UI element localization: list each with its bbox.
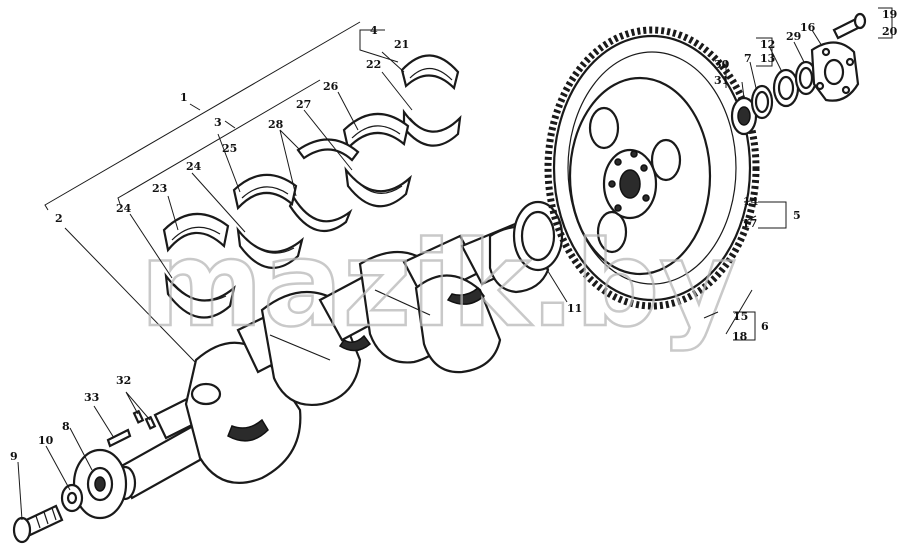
- callout-13: 13: [760, 52, 775, 65]
- callout-19: 19: [882, 8, 897, 21]
- callout-27: 27: [296, 98, 311, 111]
- bearing-shell-24-upper: [236, 226, 304, 269]
- bearing-shell-22: [402, 108, 462, 147]
- callout-8: 8: [62, 420, 70, 433]
- bearing-shell-25: [232, 173, 298, 211]
- callout-24-upper: 24: [186, 160, 202, 173]
- callout-23: 23: [152, 182, 167, 195]
- callout-1: 1: [180, 91, 188, 104]
- bearing-shell-27: [344, 166, 412, 208]
- callout-17: 17: [742, 217, 757, 230]
- bearing-shell-21: [400, 54, 460, 91]
- front-hub-8: [72, 448, 128, 520]
- group-brackets: [725, 7, 893, 341]
- rear-seal-11: [512, 200, 564, 272]
- callout-15: 15: [733, 310, 748, 323]
- callout-10: 10: [38, 434, 54, 447]
- callout-21: 21: [394, 38, 409, 51]
- callout-4: 4: [370, 24, 378, 37]
- callout-7: 7: [744, 52, 752, 65]
- assembly-brackets: [44, 21, 399, 363]
- callout-14: 14: [743, 195, 759, 208]
- bearing-shell-23: [162, 212, 230, 253]
- callout-22: 22: [366, 58, 381, 71]
- callout-30: 30: [714, 58, 730, 71]
- callout-3: 3: [214, 116, 222, 129]
- bolt-19-20: [832, 12, 867, 40]
- callout-9: 9: [10, 450, 18, 463]
- callout-18: 18: [732, 330, 748, 343]
- bearing-shell-26: [342, 112, 410, 151]
- flywheel: [544, 26, 760, 310]
- ring-7: [750, 84, 774, 120]
- callout-28: 28: [268, 118, 284, 131]
- callout-32: 32: [116, 374, 131, 387]
- key-33: [106, 428, 132, 448]
- callout-20: 20: [882, 25, 898, 38]
- callout-5: 5: [793, 209, 801, 222]
- callout-2: 2: [55, 212, 63, 225]
- callout-26: 26: [323, 80, 339, 93]
- callout-6: 6: [761, 320, 769, 333]
- callout-labels: 1 2 3 4 5 6 7 8 9 10 11 12 13 14 15 16 1…: [10, 8, 898, 463]
- lock-plate-16: [810, 41, 860, 102]
- callout-31: 31: [714, 74, 729, 87]
- callout-11: 11: [567, 302, 582, 315]
- callout-29: 29: [786, 30, 801, 43]
- bearing-shell-24-lower: [164, 272, 236, 319]
- thrust-half-ring-28: [288, 138, 360, 232]
- callout-16: 16: [800, 21, 816, 34]
- washer-10: [60, 483, 84, 513]
- callout-12: 12: [760, 38, 775, 51]
- callout-25: 25: [222, 142, 237, 155]
- seal-12-13: [772, 68, 800, 108]
- callout-33: 33: [84, 391, 99, 404]
- watermark: mazik.by: [140, 215, 736, 353]
- callout-24-lower: 24: [116, 202, 132, 215]
- bolt-9: [12, 504, 64, 544]
